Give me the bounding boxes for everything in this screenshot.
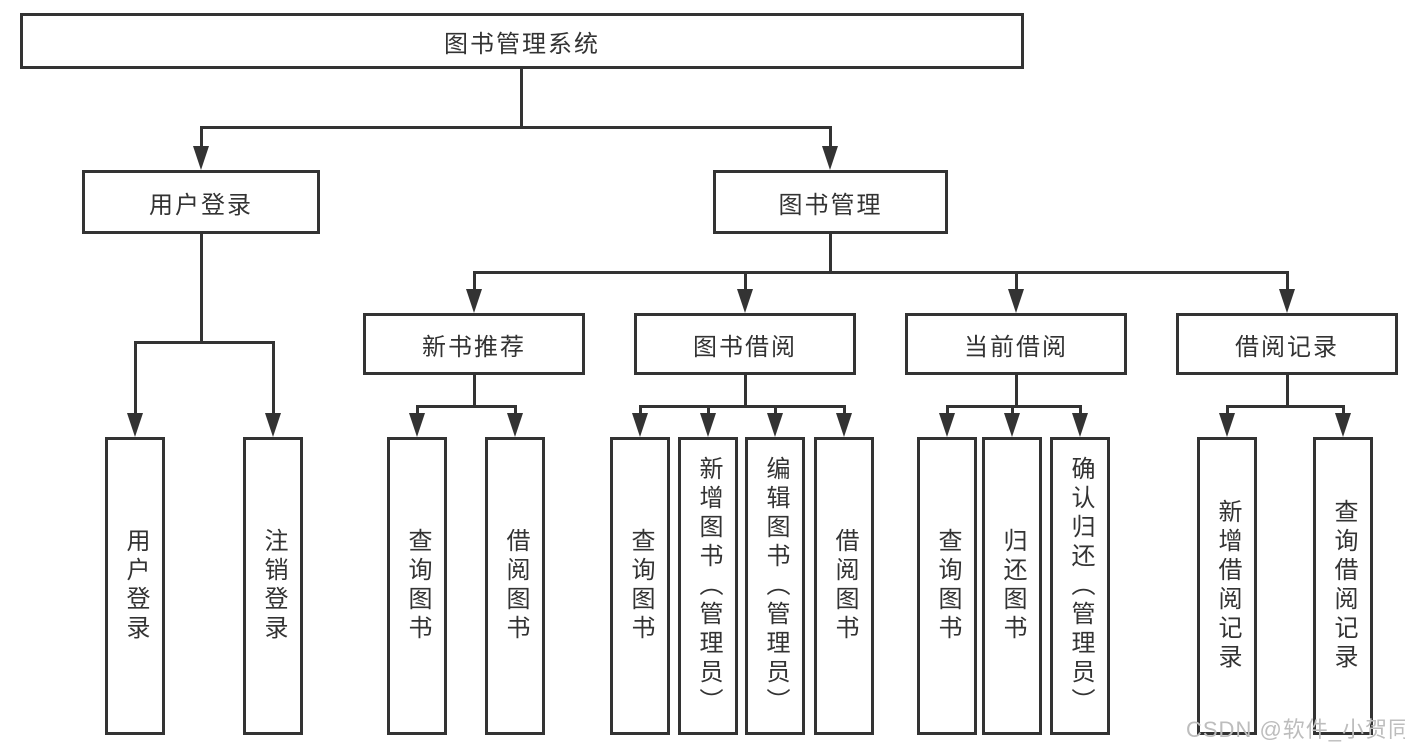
leaf-label: 注销登录	[260, 528, 287, 644]
leaf-label: 新增借阅记录	[1214, 499, 1241, 673]
connector-vline	[744, 271, 747, 289]
connector-hline	[1226, 405, 1345, 408]
node-new-book-recommendation: 新书推荐	[363, 313, 585, 375]
arrowhead-down-icon	[939, 413, 955, 437]
connector-vline	[843, 405, 846, 413]
connector-vline	[514, 405, 517, 413]
connector-vline	[1286, 375, 1289, 405]
connector-vline	[1015, 271, 1018, 289]
arrowhead-down-icon	[127, 413, 143, 437]
connector-vline	[744, 375, 747, 405]
leaf-label: 借阅图书	[502, 528, 529, 644]
leaf-edit-book-admin: 编辑图书（管理员）	[745, 437, 805, 735]
arrowhead-down-icon	[737, 289, 753, 313]
node-borrowing-records: 借阅记录	[1176, 313, 1398, 375]
connector-vline	[200, 234, 203, 341]
arrowhead-down-icon	[507, 413, 523, 437]
leaf-borrow-books-borrowing: 借阅图书	[814, 437, 874, 735]
connector-vline	[946, 405, 949, 413]
leaf-label: 用户登录	[122, 528, 149, 644]
connector-vline	[134, 341, 137, 413]
connector-vline	[1342, 405, 1345, 413]
leaf-label: 新增图书（管理员）	[695, 455, 722, 717]
connector-hline	[473, 271, 1289, 274]
leaf-label: 编辑图书（管理员）	[762, 455, 789, 717]
leaf-logout: 注销登录	[243, 437, 303, 735]
arrowhead-down-icon	[1219, 413, 1235, 437]
leaf-add-book-admin: 新增图书（管理员）	[678, 437, 738, 735]
leaf-label: 归还图书	[999, 528, 1026, 644]
leaf-label: 查询图书	[627, 528, 654, 644]
arrowhead-down-icon	[767, 413, 783, 437]
node-label: 图书管理系统	[444, 30, 600, 58]
arrowhead-down-icon	[466, 289, 482, 313]
arrowhead-down-icon	[1008, 289, 1024, 313]
node-current-borrowing: 当前借阅	[905, 313, 1127, 375]
arrowhead-down-icon	[1072, 413, 1088, 437]
node-label: 图书借阅	[693, 333, 797, 361]
leaf-add-borrow-record: 新增借阅记录	[1197, 437, 1257, 735]
connector-hline	[639, 405, 846, 408]
arrowhead-down-icon	[1335, 413, 1351, 437]
node-user-login: 用户登录	[82, 170, 320, 234]
connector-vline	[774, 405, 777, 413]
connector-vline	[829, 234, 832, 271]
node-label: 新书推荐	[422, 333, 526, 361]
connector-vline	[639, 405, 642, 413]
connector-vline	[473, 271, 476, 289]
connector-vline	[520, 69, 523, 126]
connector-vline	[200, 126, 203, 146]
leaf-query-books-current: 查询图书	[917, 437, 977, 735]
arrowhead-down-icon	[265, 413, 281, 437]
node-label: 图书管理	[778, 191, 883, 219]
arrowhead-down-icon	[193, 146, 209, 170]
node-label: 用户登录	[149, 191, 253, 219]
connector-hline	[134, 341, 275, 344]
leaf-query-borrow-record: 查询借阅记录	[1313, 437, 1373, 735]
arrowhead-down-icon	[409, 413, 425, 437]
leaf-user-login: 用户登录	[105, 437, 165, 735]
connector-vline	[1286, 271, 1289, 289]
leaf-label: 查询借阅记录	[1330, 499, 1357, 673]
connector-vline	[473, 375, 476, 405]
connector-vline	[416, 405, 419, 413]
connector-vline	[829, 126, 832, 146]
node-book-management: 图书管理	[713, 170, 948, 234]
arrowhead-down-icon	[1004, 413, 1020, 437]
arrowhead-down-icon	[836, 413, 852, 437]
node-book-borrowing: 图书借阅	[634, 313, 856, 375]
leaf-label: 确认归还（管理员）	[1067, 455, 1094, 717]
connector-hline	[946, 405, 1082, 408]
leaf-label: 借阅图书	[831, 528, 858, 644]
leaf-borrow-books-recommend: 借阅图书	[485, 437, 545, 735]
connector-vline	[707, 405, 710, 413]
arrowhead-down-icon	[700, 413, 716, 437]
connector-vline	[1015, 375, 1018, 405]
connector-vline	[1011, 405, 1014, 413]
connector-hline	[416, 405, 517, 408]
node-library-management-system: 图书管理系统	[20, 13, 1024, 69]
watermark: CSDN @软件_小贺同学	[1186, 717, 1405, 742]
leaf-label: 查询图书	[404, 528, 431, 644]
arrowhead-down-icon	[822, 146, 838, 170]
leaf-confirm-return-admin: 确认归还（管理员）	[1050, 437, 1110, 735]
connector-vline	[1079, 405, 1082, 413]
leaf-label: 查询图书	[934, 528, 961, 644]
connector-vline	[1226, 405, 1229, 413]
node-label: 借阅记录	[1235, 333, 1339, 361]
arrowhead-down-icon	[632, 413, 648, 437]
connector-vline	[272, 341, 275, 413]
leaf-return-books: 归还图书	[982, 437, 1042, 735]
arrowhead-down-icon	[1279, 289, 1295, 313]
leaf-query-books-recommend: 查询图书	[387, 437, 447, 735]
leaf-query-books-borrowing: 查询图书	[610, 437, 670, 735]
node-label: 当前借阅	[964, 333, 1068, 361]
connector-hline	[200, 126, 832, 129]
